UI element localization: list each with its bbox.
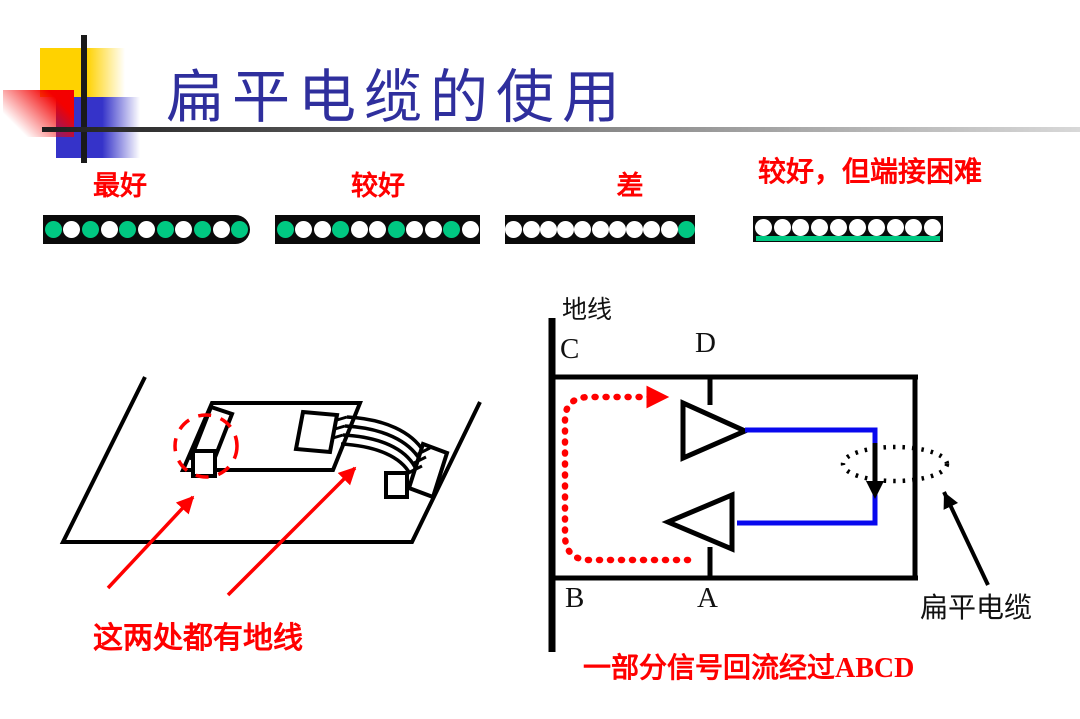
signal-conductor <box>905 219 923 236</box>
signal-conductor <box>175 221 193 238</box>
signal-conductor <box>848 219 866 236</box>
signal-conductor <box>539 221 557 238</box>
ground-conductor <box>156 221 174 238</box>
ground-conductor <box>677 221 695 238</box>
ribbon-connector-board <box>293 409 340 455</box>
signal-trace <box>737 427 878 526</box>
signal-conductor <box>924 219 942 236</box>
signal-conductor <box>557 221 574 238</box>
signal-conductor <box>137 221 155 238</box>
quality-label-best: 最好 <box>93 171 147 201</box>
signal-conductor <box>643 221 661 238</box>
signal-conductor <box>100 221 118 238</box>
signal-conductor <box>461 221 479 238</box>
cable-crosssection-better <box>275 215 480 244</box>
quality-label-ground-plane: 较好，但端接困难 <box>757 157 982 188</box>
signal-conductor <box>212 221 230 238</box>
cable-pointer-arrow <box>942 491 990 586</box>
signal-conductor <box>522 221 540 238</box>
slide-title: 扁平电缆的使用 <box>166 65 629 130</box>
pcb-figure <box>59 376 482 597</box>
signal-conductor <box>886 219 904 236</box>
ground-conductor <box>332 221 349 238</box>
signal-conductor <box>591 221 609 238</box>
ground-conductor <box>387 221 405 238</box>
title-underline-rule <box>42 127 1080 132</box>
ground-connector-pad <box>191 449 217 478</box>
receiver-gate <box>661 491 735 553</box>
signal-conductor <box>773 219 791 236</box>
signal-conductor <box>574 221 592 238</box>
ground-conductor <box>193 221 211 238</box>
signal-conductor <box>369 221 386 238</box>
quality-label-poor: 差 <box>616 171 644 201</box>
deco-vertical-line <box>81 35 87 163</box>
loop-figure <box>548 318 990 652</box>
ribbon-connector-far <box>406 441 450 500</box>
ground-conductor <box>231 221 249 238</box>
signal-conductor <box>830 219 848 236</box>
signal-conductor <box>406 221 423 238</box>
motherboard-outline <box>59 376 482 544</box>
signal-conductor <box>505 221 523 238</box>
node-label-d: D <box>695 327 716 359</box>
loop-figure-caption: 一部分信号回流经过ABCD <box>583 653 915 684</box>
node-label-a: A <box>697 582 718 614</box>
signal-conductor <box>626 221 643 238</box>
highlight-dashed-circle <box>173 413 239 479</box>
far-connector-pad <box>384 471 409 499</box>
connector-pin-ticks <box>332 415 348 440</box>
signal-conductor <box>313 221 331 238</box>
signal-conductor <box>295 221 312 238</box>
cable-crosssection-poor <box>505 215 695 244</box>
pcb-figure-caption: 这两处都有地线 <box>93 622 303 655</box>
signal-conductor <box>424 221 442 238</box>
signal-conductor <box>63 221 81 238</box>
return-current-dotted-path <box>561 385 692 564</box>
signal-conductor <box>811 219 829 236</box>
signal-conductor <box>660 221 678 238</box>
ground-plane-strip <box>756 236 940 241</box>
cable-crosssection-best <box>43 215 250 244</box>
node-label-c: C <box>560 333 580 365</box>
ground-conductor <box>443 221 460 238</box>
ground-conductor <box>44 221 62 238</box>
ground-wire-label: 地线 <box>562 297 613 324</box>
pointer-arrow-ground-connector <box>106 495 195 590</box>
signal-conductor <box>350 221 368 238</box>
current-arrow-head <box>866 481 884 499</box>
flat-cable-label: 扁平电缆 <box>920 593 1033 624</box>
pointer-arrow-ribbon-cable <box>226 466 357 597</box>
driver-gate <box>680 399 752 462</box>
ground-conductor <box>276 221 294 238</box>
signal-conductor <box>867 219 885 236</box>
quality-label-better: 较好 <box>351 171 405 201</box>
signal-conductor <box>608 221 626 238</box>
ground-conductor <box>119 221 137 238</box>
coupling-ellipse <box>840 444 950 484</box>
node-label-b: B <box>565 582 585 614</box>
signal-conductor <box>792 219 810 236</box>
ground-conductor <box>81 221 99 238</box>
cable-crosssection-ground-plane <box>753 216 943 242</box>
far-connector-pin-ticks <box>409 446 431 474</box>
ribbon-cable-wires <box>340 415 426 475</box>
signal-conductor <box>754 219 772 236</box>
